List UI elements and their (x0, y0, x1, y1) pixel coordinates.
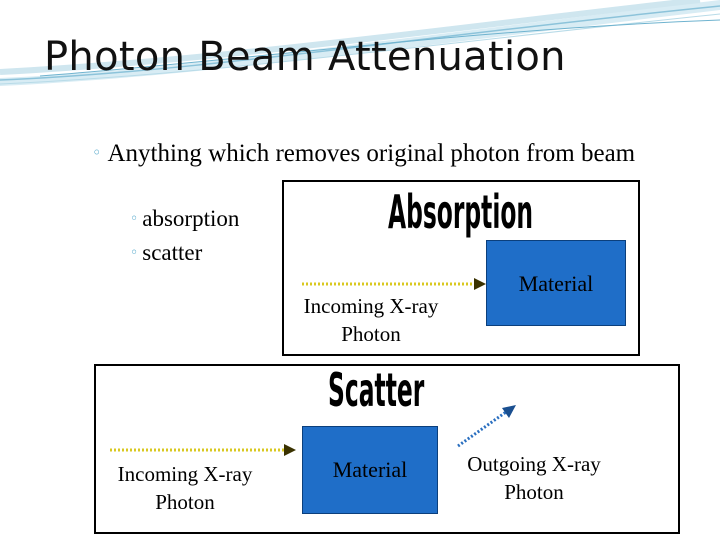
scatter-panel (94, 364, 680, 534)
scatter-material-box: Material (302, 426, 438, 514)
sub-bullet-text: scatter (142, 240, 203, 265)
main-bullet-text: Anything which removes original photon f… (107, 140, 636, 167)
absorption-material-box: Material (486, 240, 626, 326)
scatter-incoming-arrow (110, 444, 296, 456)
scatter-outgoing-label: Outgoing X-ray Photon (467, 452, 601, 504)
sub-bullet-scatter: ◦scatter (130, 240, 202, 266)
sub-bullet-text: absorption (142, 206, 240, 231)
scatter-heading: Scatter (328, 364, 425, 419)
absorption-panel (282, 180, 640, 356)
header-swoosh-decoration (0, 0, 720, 86)
scatter-outgoing-arrow (457, 405, 516, 448)
bullet-marker-icon: ◦ (130, 211, 139, 227)
scatter-incoming-label: Incoming X-ray Photon (117, 462, 253, 514)
bullet-marker-icon: ◦ (92, 143, 102, 162)
sub-bullet-absorption: ◦absorption (130, 206, 239, 232)
bullet-marker-icon: ◦ (130, 245, 139, 261)
material-label: Material (518, 271, 594, 296)
slide-title: Photon Beam Attenuation (44, 34, 566, 80)
absorption-incoming-label: Incoming X-ray Photon (303, 294, 439, 346)
material-label: Material (332, 457, 408, 482)
main-bullet: ◦ Anything which removes original photon … (92, 138, 652, 168)
absorption-incoming-arrow (302, 278, 486, 290)
absorption-heading: Absorption (388, 186, 534, 241)
